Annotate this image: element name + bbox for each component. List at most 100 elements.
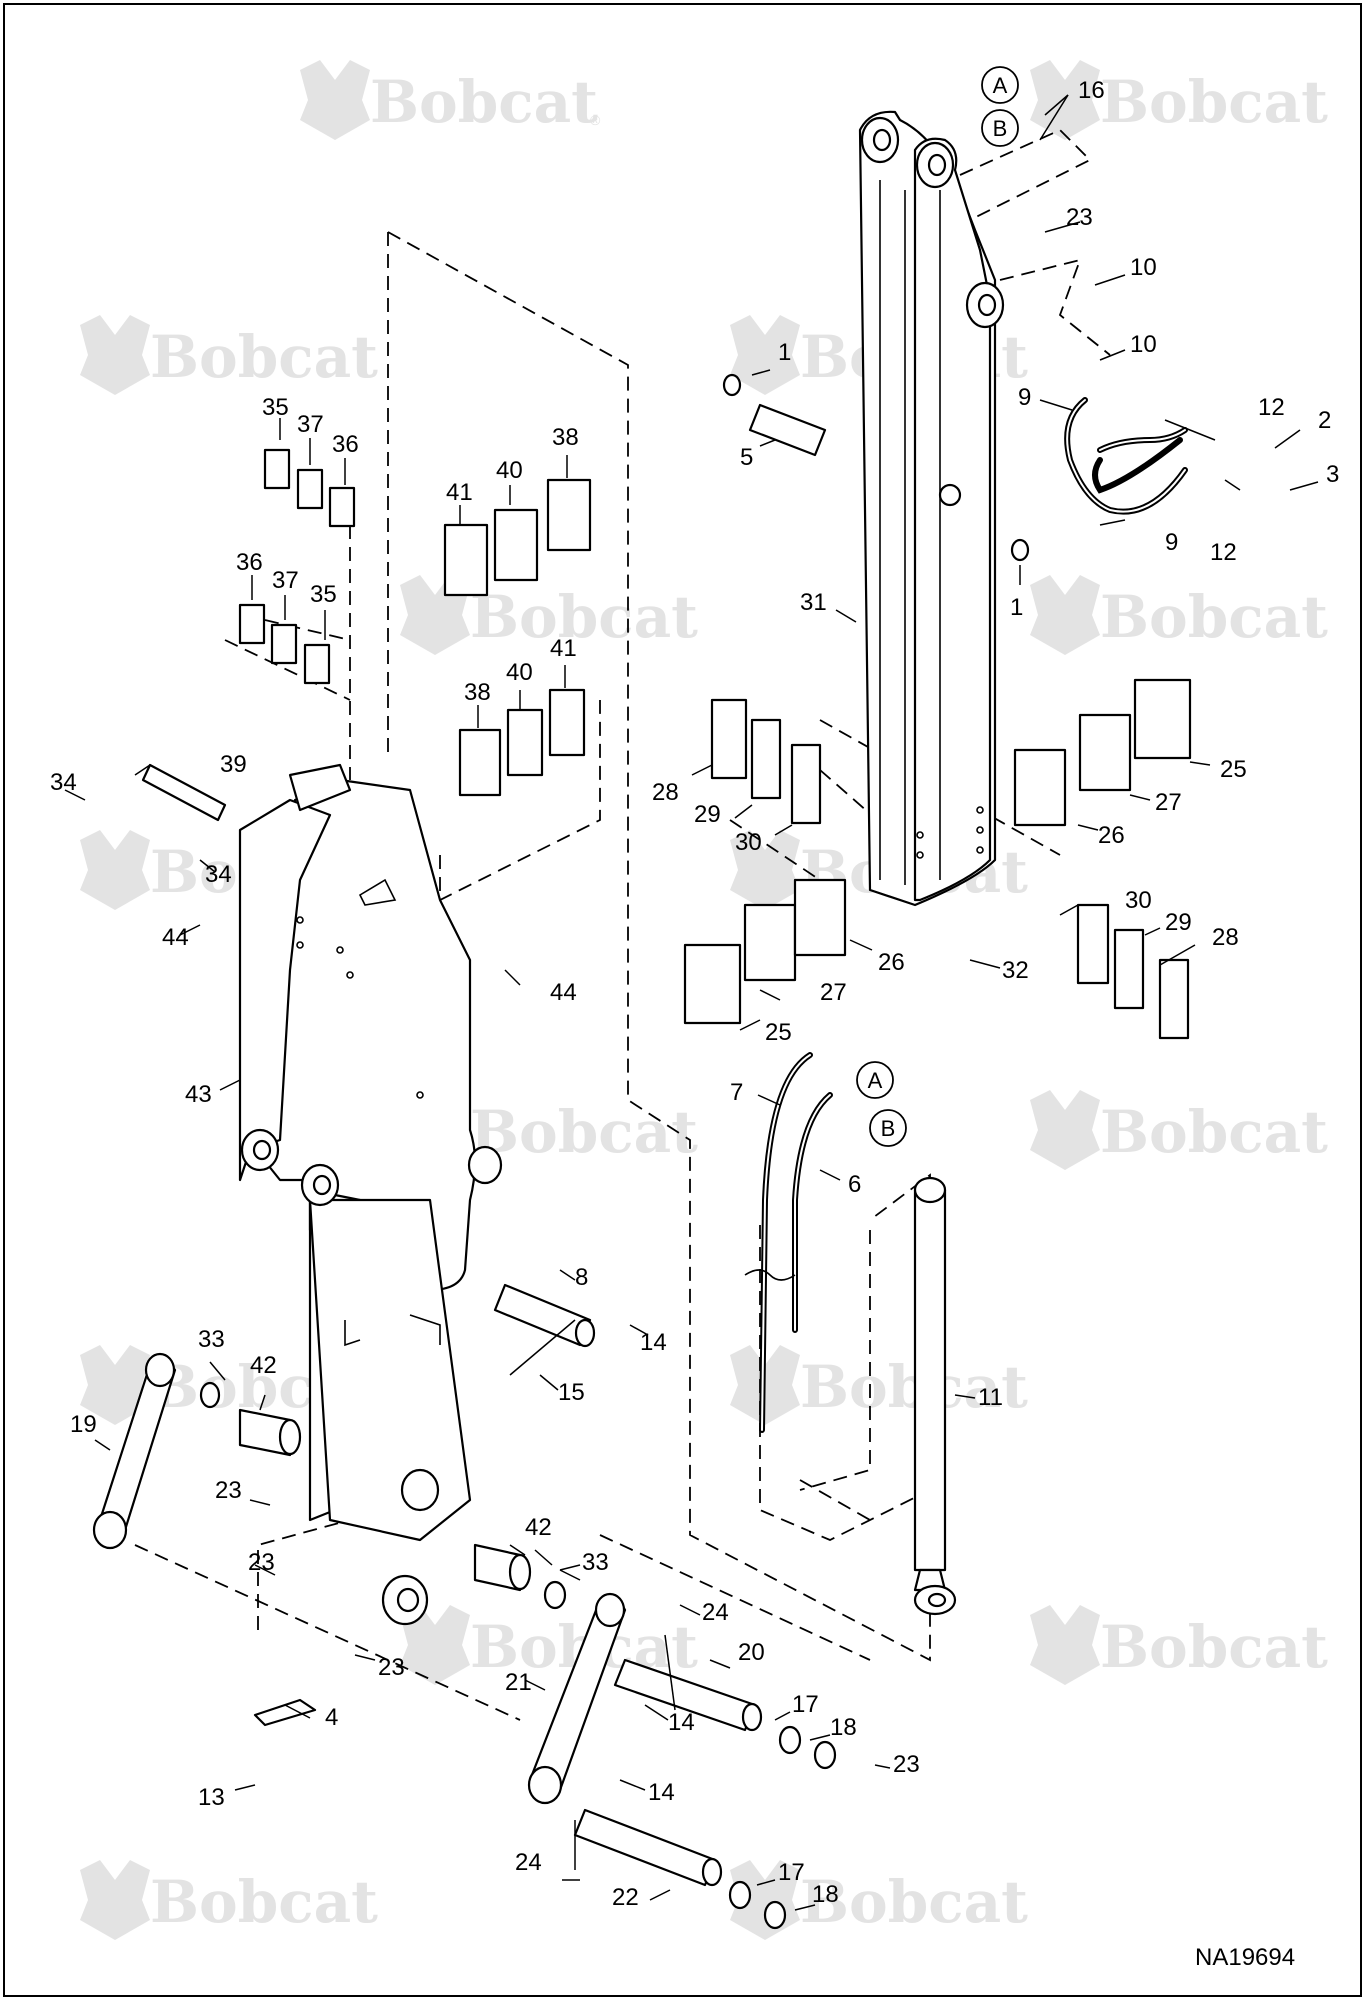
- ref-marker-a-bottom: A: [856, 1061, 894, 1099]
- callout-23: 23: [248, 1549, 275, 1576]
- callout-33: 33: [582, 1549, 609, 1576]
- callout-16: 16: [1078, 77, 1105, 104]
- hydraulic-hoses: [744, 397, 1188, 1433]
- callout-13: 13: [198, 1784, 225, 1811]
- callout-10: 10: [1130, 254, 1157, 281]
- callout-30: 30: [735, 829, 762, 856]
- watermark-text: Bobcat: [1100, 583, 1328, 651]
- callout-22: 22: [612, 1884, 639, 1911]
- callout-35: 35: [262, 394, 289, 421]
- watermark-text: Bobcat: [1100, 68, 1328, 136]
- callout-31: 31: [800, 589, 827, 616]
- callout-23: 23: [893, 1751, 920, 1778]
- watermark-text: Bobcat: [470, 1098, 698, 1166]
- svg-text:A: A: [993, 73, 1008, 98]
- callout-17: 17: [778, 1859, 805, 1886]
- callout-27: 27: [1155, 789, 1182, 816]
- callout-2: 2: [1318, 407, 1331, 434]
- callout-28: 28: [1212, 924, 1239, 951]
- callout-21: 21: [505, 1669, 532, 1696]
- callout-25: 25: [765, 1019, 792, 1046]
- callout-38: 38: [464, 679, 491, 706]
- callout-39: 39: [220, 751, 247, 778]
- callout-9: 9: [1165, 529, 1178, 556]
- svg-text:B: B: [993, 116, 1008, 141]
- callout-30: 30: [1125, 887, 1152, 914]
- watermark-text: Bobcat: [150, 1868, 378, 1936]
- arm-assembly: [858, 110, 1005, 907]
- callout-43: 43: [185, 1081, 212, 1108]
- ref-marker-a-top: A: [981, 66, 1019, 104]
- boom-assembly: [238, 763, 503, 1626]
- callout-numbers: 16 23 10 10 9 12 2 3 9 12 1 5 1 31 28 29…: [50, 77, 1339, 1911]
- callout-38: 38: [552, 424, 579, 451]
- callout-14: 14: [668, 1709, 695, 1736]
- callout-25: 25: [1220, 756, 1247, 783]
- callout-40: 40: [506, 659, 533, 686]
- callout-14: 14: [648, 1779, 675, 1806]
- watermark-text: Bobcat: [1100, 1098, 1328, 1166]
- small-parts: [92, 373, 1192, 1930]
- callout-3: 3: [1326, 461, 1339, 488]
- watermark-text: Bobcat: [470, 583, 698, 651]
- callout-34: 34: [50, 769, 77, 796]
- callout-14: 14: [640, 1329, 667, 1356]
- callout-24: 24: [515, 1849, 542, 1876]
- callout-32: 32: [1002, 957, 1029, 984]
- callout-29: 29: [694, 801, 721, 828]
- callout-11: 11: [978, 1384, 1003, 1411]
- callout-40: 40: [496, 457, 523, 484]
- callout-6: 6: [848, 1171, 861, 1198]
- boom-cylinder: [913, 1176, 957, 1616]
- callout-36: 36: [332, 431, 359, 458]
- callout-35: 35: [310, 581, 337, 608]
- watermark-text: Bobcat: [800, 1868, 1028, 1936]
- callout-28: 28: [652, 779, 679, 806]
- drawing-border: [3, 3, 1362, 1997]
- callout-41: 41: [446, 479, 473, 506]
- callout-1: 1: [778, 339, 791, 366]
- callout-18: 18: [812, 1881, 839, 1908]
- reference-markers: A B A B: [856, 66, 1019, 1147]
- watermark-text: Bobcat: [150, 323, 378, 391]
- callout-26: 26: [878, 949, 905, 976]
- watermark-text: Bobcat: [370, 68, 598, 136]
- callout-23: 23: [1066, 204, 1093, 231]
- ref-marker-b-top: B: [981, 109, 1019, 147]
- watermark-text: Bobcat: [1100, 1613, 1328, 1681]
- svg-text:A: A: [868, 1068, 883, 1093]
- callout-23: 23: [215, 1477, 242, 1504]
- callout-42: 42: [525, 1514, 552, 1541]
- callout-8: 8: [575, 1264, 588, 1291]
- callout-37: 37: [272, 567, 299, 594]
- callout-44: 44: [162, 924, 189, 951]
- callout-4: 4: [325, 1704, 338, 1731]
- callout-24: 24: [702, 1599, 729, 1626]
- callout-1: 1: [1010, 594, 1023, 621]
- callout-9: 9: [1018, 384, 1031, 411]
- callout-34: 34: [205, 861, 232, 888]
- callout-15: 15: [558, 1379, 585, 1406]
- callout-27: 27: [820, 979, 847, 1006]
- callout-7: 7: [730, 1079, 743, 1106]
- callout-10: 10: [1130, 331, 1157, 358]
- callout-44: 44: [550, 979, 577, 1006]
- callout-33: 33: [198, 1326, 225, 1353]
- callout-23: 23: [378, 1654, 405, 1681]
- callout-5: 5: [740, 444, 753, 471]
- callout-37: 37: [297, 411, 324, 438]
- callout-42: 42: [250, 1352, 277, 1379]
- callout-19: 19: [70, 1411, 97, 1438]
- ref-marker-b-bottom: B: [869, 1109, 907, 1147]
- svg-text:B: B: [881, 1116, 896, 1141]
- callout-18: 18: [830, 1714, 857, 1741]
- watermark-reg: ®: [590, 112, 601, 128]
- callout-17: 17: [792, 1691, 819, 1718]
- callout-36: 36: [236, 549, 263, 576]
- callout-26: 26: [1098, 822, 1125, 849]
- callout-12: 12: [1210, 539, 1237, 566]
- drawing-number: NA19694: [1195, 1944, 1295, 1971]
- callout-29: 29: [1165, 909, 1192, 936]
- leader-lines: [64, 94, 1319, 1911]
